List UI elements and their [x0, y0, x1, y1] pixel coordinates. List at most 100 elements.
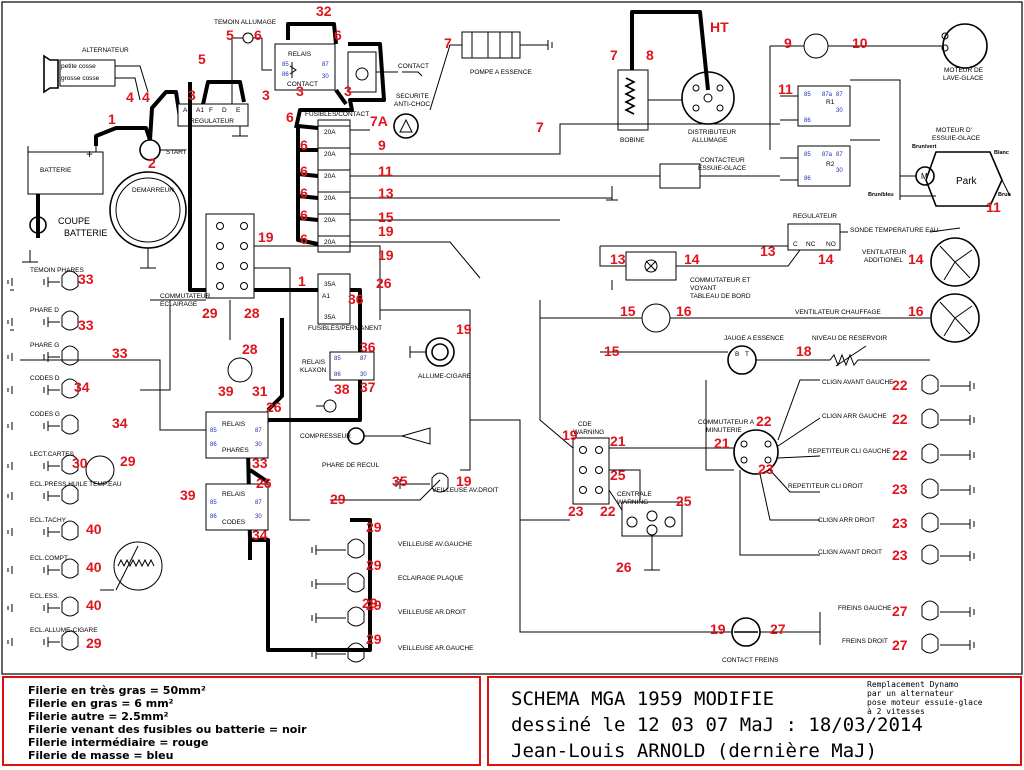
- svg-text:A1: A1: [196, 107, 204, 114]
- wire-number-3-4: 3: [262, 87, 270, 103]
- wire-number-19-44: 19: [378, 223, 394, 239]
- svg-text:30: 30: [836, 108, 843, 114]
- right-lamp-1: CLIGN AVANT GAUCHE: [822, 374, 975, 395]
- ignition-relay-contact: CONTACT: [287, 81, 318, 88]
- svg-text:RELAIS: RELAIS: [302, 359, 326, 366]
- wire-number-33-86: 33: [112, 345, 128, 361]
- left-lamp-4: CODES D: [30, 375, 79, 399]
- svg-text:NO: NO: [826, 241, 836, 248]
- wire-number-31-83: 31: [252, 383, 268, 399]
- wire-number-21-51: 21: [714, 435, 730, 451]
- svg-text:KLAXON: KLAXON: [300, 367, 327, 374]
- wire-number-13-32: 13: [760, 243, 776, 259]
- ground-symbols: [7, 278, 13, 646]
- svg-text:COMPRESSEUR: COMPRESSEUR: [300, 433, 351, 440]
- mid-lamp-3-label: ECLAIRAGE PLAQUE: [398, 575, 464, 582]
- left-lamp-2: PHARE D: [30, 307, 79, 331]
- wire-number-22-53: 22: [756, 413, 772, 429]
- svg-text:M: M: [921, 172, 928, 181]
- right-lamp-7: FREINS GAUCHE: [838, 600, 975, 621]
- wire-number-36-92: 36: [348, 291, 364, 307]
- battery-label: BATTERIE: [40, 167, 72, 174]
- left-lamp-3: PHARE G: [30, 342, 79, 366]
- svg-text:VENTILATEUR: VENTILATEUR: [862, 249, 907, 256]
- svg-text:87a: 87a: [822, 152, 833, 158]
- wire-number-3-5: 3: [296, 83, 304, 99]
- svg-text:COMMUTATEUR: COMMUTATEUR: [160, 293, 211, 300]
- wire-number-13-31: 13: [378, 185, 394, 201]
- left-lamp-9-label: ECL.COMPT: [30, 555, 68, 562]
- svg-text:MOTEUR DE: MOTEUR DE: [944, 67, 984, 74]
- wire-number-25-63: 25: [676, 493, 692, 509]
- wire-number-23-58: 23: [758, 461, 774, 477]
- wire-number-11-28: 11: [778, 81, 793, 97]
- horn-compressor: COMPRESSEUR: [300, 399, 431, 445]
- wire-number-6-14: 6: [300, 137, 308, 153]
- fuse-35a-2: 35A: [324, 314, 336, 321]
- alternator: ALTERNATEUR petite cosse grosse cosse: [43, 47, 149, 101]
- svg-text:B: B: [735, 351, 739, 358]
- horn-relay: RELAIS KLAXON 85 86 87 30: [300, 351, 375, 381]
- svg-text:85: 85: [210, 428, 217, 434]
- right-lamp-4-label: REPETITEUR CLI DROIT: [788, 483, 863, 490]
- wire-number-27-69: 27: [892, 603, 908, 619]
- svg-text:A1: A1: [322, 293, 330, 300]
- wire-number-6-17: 6: [300, 207, 308, 223]
- ignition-coil: BOBINE HT: [617, 10, 729, 144]
- wire-number-7-22: 7: [610, 47, 618, 63]
- wire-number-19-47: 19: [456, 473, 472, 489]
- title-line-2: dessiné le 12 03 07 MaJ : 18/03/2014: [511, 714, 923, 736]
- svg-text:PHARES: PHARES: [222, 447, 249, 454]
- legend-line-3: Filerie autre = 2.5mm²: [28, 710, 169, 723]
- coil-label: BOBINE: [620, 137, 645, 144]
- fuses-ignition-label: FUSIBLES/CONTACT: [305, 111, 369, 118]
- fuse-20a-5: 20A: [324, 217, 336, 224]
- relay-heavy: [248, 318, 284, 560]
- cigar-lighter: ALLUME-CIGARE: [409, 337, 472, 380]
- left-lamp-7: ECL.PRESS.HUILE TEMP.EAU: [30, 481, 122, 505]
- wire-number-2-2: 2: [148, 155, 156, 171]
- wire-number-40-100: 40: [86, 597, 102, 613]
- legend-line-6: Filerie de masse = bleu: [28, 749, 174, 762]
- harness-wires: [10, 245, 641, 580]
- wire-number-14-36: 14: [908, 251, 924, 267]
- mid-lamp-3: ECLAIRAGE PLAQUE: [311, 572, 464, 593]
- wire-number-4-8: 4: [142, 89, 150, 105]
- note-line-4: à 2 vitesses: [867, 707, 925, 716]
- svg-text:87a: 87a: [822, 92, 833, 98]
- left-lamp-2-label: PHARE D: [30, 307, 59, 314]
- wire-number-9-26: 9: [784, 35, 792, 51]
- wire-number-29-79: 29: [366, 631, 382, 647]
- inertia-switch: SECURITE ANTI-CHOC: [393, 93, 430, 139]
- svg-text:RELAIS: RELAIS: [222, 421, 246, 428]
- wire-number-1-0: 1: [108, 111, 116, 127]
- svg-text:85: 85: [804, 92, 811, 98]
- mid-lamp-4: VEILLEUSE AR.DROIT: [311, 606, 466, 627]
- fan-regulator: REGULATEUR C NC NO SONDE TEMPERATURE EAU: [787, 213, 961, 251]
- svg-text:E: E: [236, 107, 241, 114]
- left-lamp-10: ECL.ESS.: [30, 593, 79, 617]
- wire-number-29-78: 29: [366, 597, 382, 613]
- svg-text:MINUTERIE: MINUTERIE: [706, 427, 742, 434]
- fuel-pump-label: POMPE A ESSENCE: [470, 69, 532, 76]
- wire-number-23-61: 23: [892, 547, 908, 563]
- svg-text:30: 30: [255, 514, 262, 520]
- ht-lead: [630, 10, 710, 91]
- wire-number-26-67: 26: [616, 559, 632, 575]
- note-line-1: Remplacement Dynamo: [867, 680, 959, 689]
- wire-number-6-13: 6: [286, 109, 294, 125]
- headlight-relay: RELAIS PHARES 85 86 87 30: [205, 411, 269, 459]
- hazard-switch: CDE WARNING: [572, 421, 610, 505]
- svg-text:MOTEUR D': MOTEUR D': [936, 127, 972, 134]
- wire-number-28-72: 28: [242, 341, 258, 357]
- wire-number-29-74: 29: [120, 453, 136, 469]
- svg-text:Brun/bleu: Brun/bleu: [868, 192, 894, 198]
- right-lamp-column: CLIGN AVANT GAUCHE CLIGN ARR GAUCHE REPETI…: [788, 374, 975, 654]
- wire-number-23-59: 23: [892, 481, 908, 497]
- svg-text:30: 30: [322, 74, 329, 80]
- left-lamp-6-label: LECT.CARTES: [30, 451, 75, 458]
- right-lamp-2-label: CLIGN ARR GAUCHE: [822, 413, 887, 420]
